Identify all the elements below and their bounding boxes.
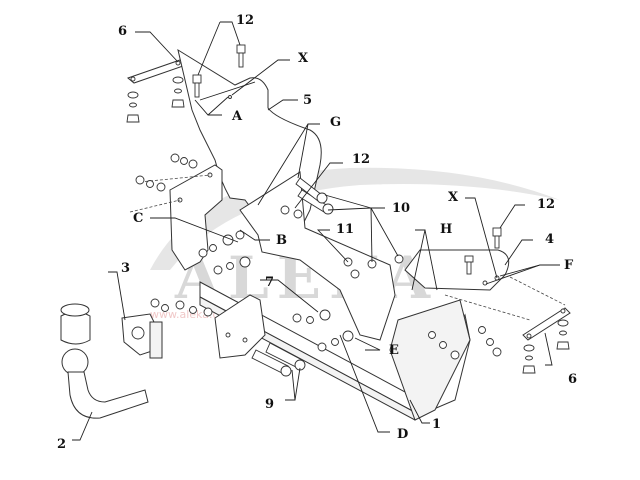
part-9-bolts <box>251 342 306 377</box>
nuts-washers-middle <box>150 230 502 360</box>
label-part-12-right: 12 <box>537 197 555 212</box>
label-g: G <box>330 115 341 130</box>
part-2-tow-ball <box>60 303 149 419</box>
label-part-6-right: 6 <box>568 372 577 387</box>
label-part-6-top: 6 <box>118 24 127 39</box>
label-x-right: X <box>448 190 459 205</box>
part-6-top-plate <box>126 59 188 123</box>
right-side-bracket <box>239 171 396 341</box>
label-e: E <box>389 343 399 358</box>
nuts-washers-left <box>135 153 198 192</box>
label-h: H <box>440 222 452 237</box>
bolts-10-11 <box>280 177 404 279</box>
label-c: C <box>133 211 143 226</box>
label-part-7: 7 <box>265 275 274 290</box>
label-part-10: 10 <box>392 201 410 216</box>
label-part-9: 9 <box>265 397 274 412</box>
part-6-right-plate <box>522 307 571 374</box>
label-b: B <box>276 233 287 248</box>
label-part-4: 4 <box>545 232 554 247</box>
leader-lines <box>72 21 560 441</box>
label-d: D <box>397 427 408 442</box>
callout-labels: 6 12 X 5 A G 12 10 11 X 12 H 4 F C B 7 3… <box>57 13 577 452</box>
part-7-mount-plate <box>214 294 266 359</box>
part-3-socket-plate <box>121 313 163 359</box>
label-part-1: 1 <box>432 417 441 432</box>
label-part-5: 5 <box>303 93 312 108</box>
label-x-top: X <box>298 51 309 66</box>
label-part-11: 11 <box>336 222 354 237</box>
label-f: F <box>564 258 574 273</box>
label-part-2: 2 <box>57 437 66 452</box>
label-part-3: 3 <box>121 261 130 276</box>
label-a: A <box>231 109 243 124</box>
bolts-12-top <box>192 44 246 98</box>
label-part-12-top: 12 <box>236 13 254 28</box>
label-part-12-middle: 12 <box>352 152 370 167</box>
